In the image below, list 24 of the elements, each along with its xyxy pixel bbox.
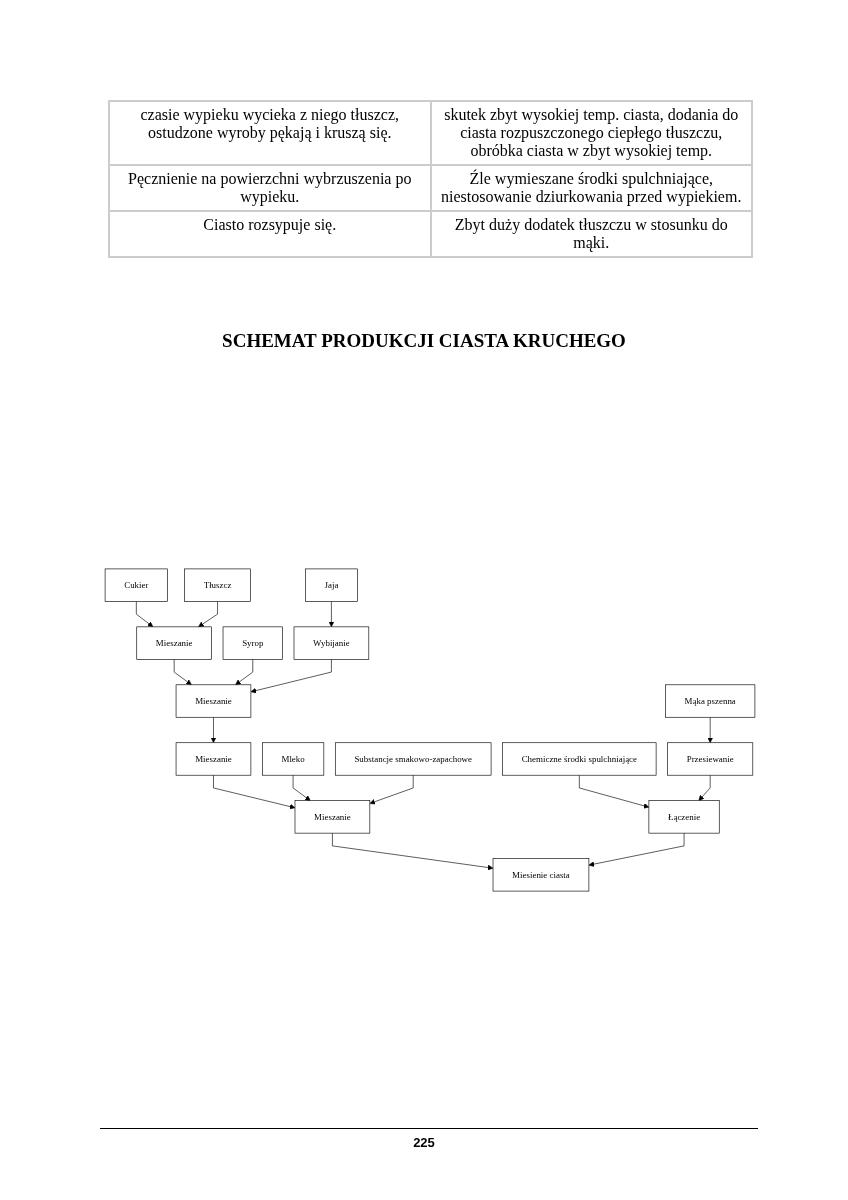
node-box: Mieszanie [294,800,371,834]
table-cell: Źle wymieszane środki spulchniające, niestosowanie dziurkowania przed wypiekiem. [430,165,752,211]
diagram-title: SCHEMAT PRODUKCJI CIASTA KRUCHEGO [221,330,627,352]
table-cell: czasie wypieku wycieka z niego tłuszcz, ostudzone wyroby pękają i kruszą się. [109,101,431,165]
node-box: Wybijanie [293,626,370,660]
node-box: Jaja [305,568,358,602]
page-number: 225 [412,1135,436,1150]
node-box: Mieszanie [175,684,252,718]
node-box: Cukier [104,568,168,602]
node-box: Łączenie [648,800,720,834]
node-box: Mieszanie [175,742,252,776]
table-cell: skutek zbyt wysokiej temp. ciasta, dodania do ciasta rozpuszczonego ciepłego tłuszczu, obróbka ciasta w zbyt wysokiej temp. [430,101,752,165]
node-box: Mleko [262,742,325,776]
node-box: Tłuszcz [184,568,251,602]
node-box: Przesiewanie [667,742,754,776]
table-cell: Zbyt duży dodatek tłuszczu w stosunku do mąki. [430,211,752,257]
table-cell: Ciasto rozsypuje się. [109,211,431,257]
node-box: Chemiczne środki spulchniające [502,742,657,776]
node-box: Syrop [222,626,283,660]
node-box: Mąka pszenna [665,684,756,718]
table-cell: Pęcznienie na powierzchni wybrzuszenia po wypieku. [109,165,431,211]
node-box: Substancje smakowo-zapachowe [335,742,492,776]
node-box: Mieszanie [136,626,212,660]
node-box: Miesienie ciasta [492,858,590,892]
